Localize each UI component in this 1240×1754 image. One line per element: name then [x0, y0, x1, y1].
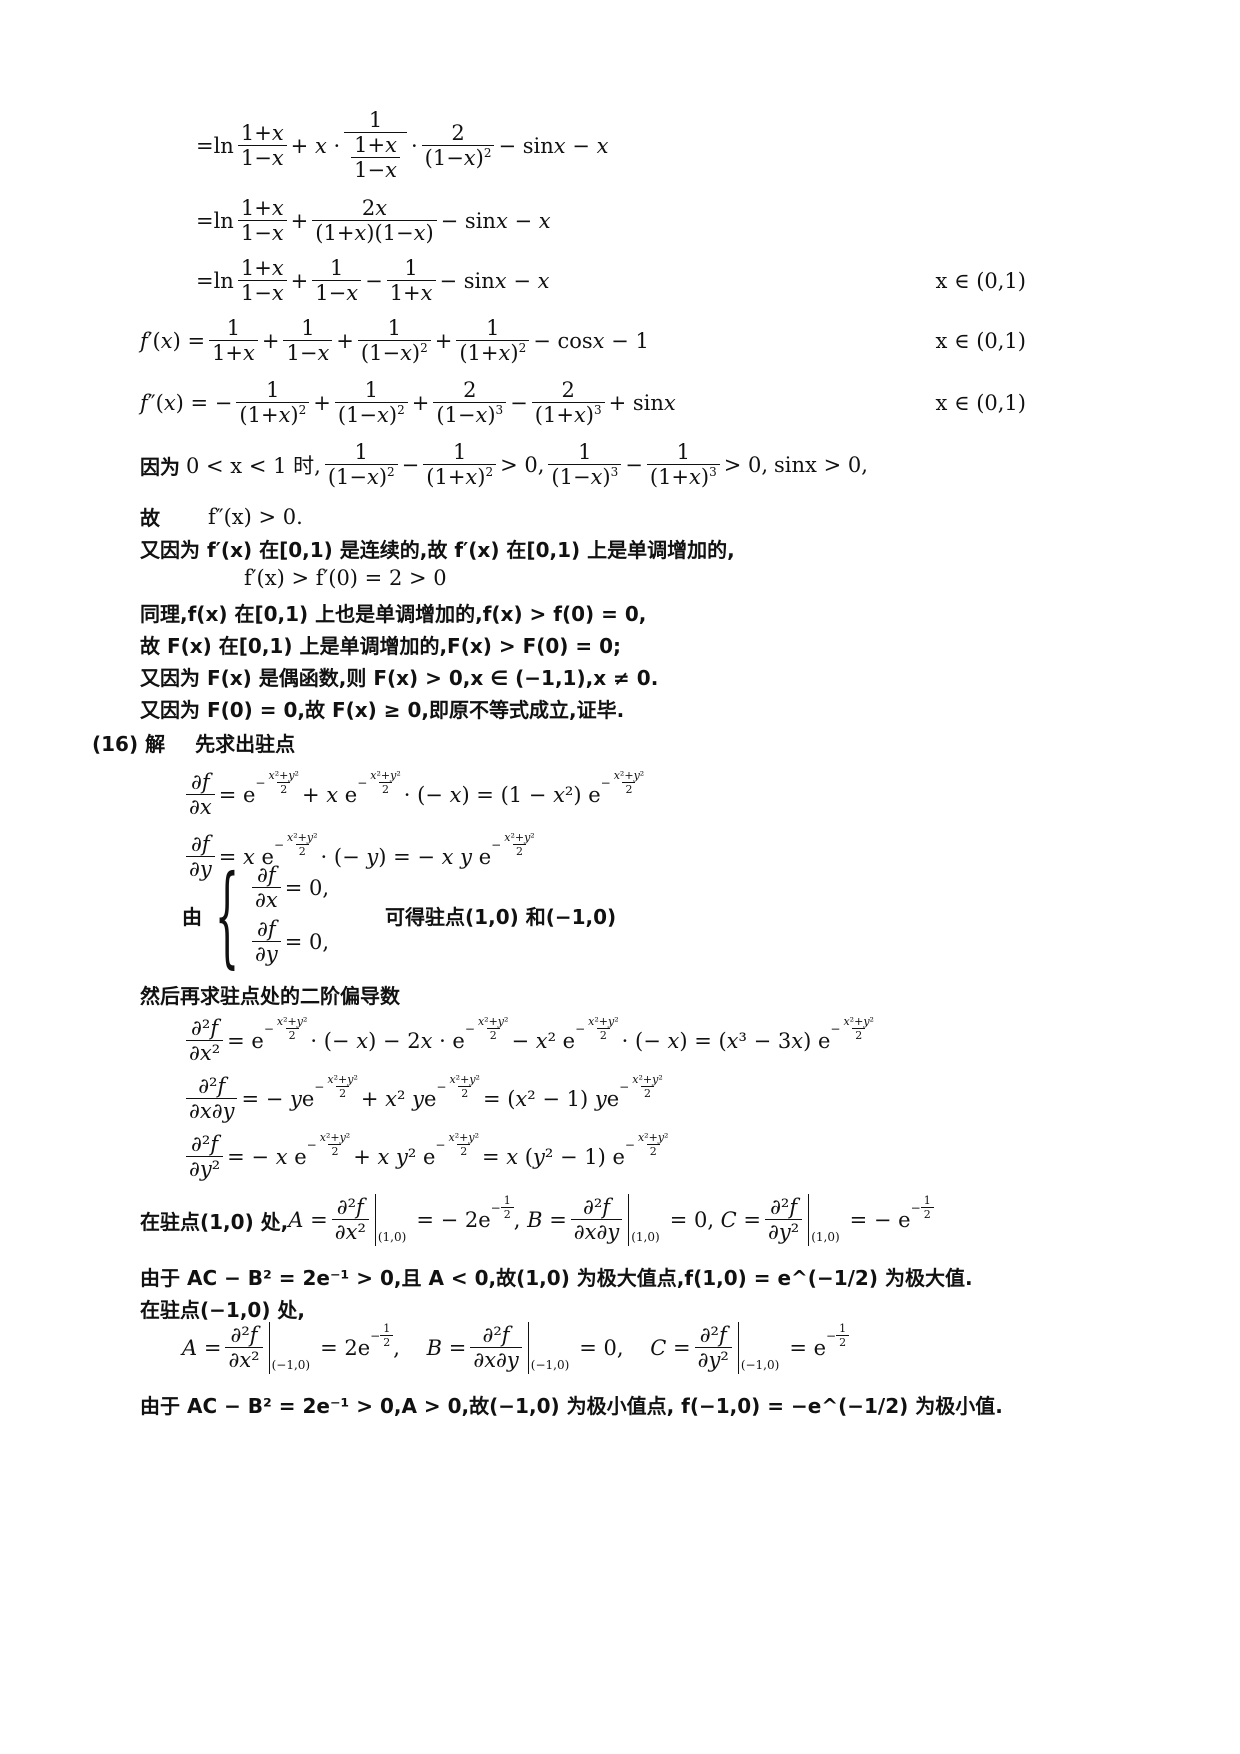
maximum-conclusion: 由于 AC − B² = 2e⁻¹ > 0,且 A < 0,故(1,0) 为极大…	[140, 1266, 973, 1290]
stationary-system: 由 { ∂f∂x= 0, ∂f∂y= 0, 可得驻点(1,0) 和(−1,0)	[182, 851, 617, 979]
F-even-line: 又因为 F(x) 是偶函数,则 F(x) > 0,x ∈ (−1,1),x ≠ …	[140, 666, 659, 690]
F-increasing-line: 故 F(x) 在[0,1) 上是单调增加的,F(x) > F(0) = 0;	[140, 634, 622, 658]
question-16-header: (16) 解 先求出驻点	[92, 732, 296, 756]
second-derivative-line: f″(x) = − 1(1+x)2 + 1(1−x)2 + 2(1−x)3 − …	[140, 378, 1026, 428]
second-partials-intro: 然后再求驻点处的二阶偏导数	[140, 984, 400, 1008]
left-brace-icon: {	[214, 851, 240, 979]
at-minus-1-0-label: 在驻点(−1,0) 处,	[140, 1298, 306, 1322]
similarly-line: 同理,f(x) 在[0,1) 上也是单调增加的,f(x) > f(0) = 0,	[140, 602, 647, 626]
fprime-inequality: f′(x) > f′(0) = 2 > 0	[244, 566, 447, 590]
therefore-line: 故 f″(x) > 0.	[140, 504, 303, 531]
range-label: x ∈ (0,1)	[935, 329, 1026, 354]
range-label: x ∈ (0,1)	[935, 269, 1026, 294]
proof-complete-line: 又因为 F(0) = 0,故 F(x) ≥ 0,即原不等式成立,证毕.	[140, 698, 625, 722]
because-line: 因为 0 < x < 1 时, 1(1−x)2 − 1(1+x)2 > 0, 1…	[140, 440, 868, 490]
continuity-line: 又因为 f′(x) 在[0,1) 是连续的,故 f′(x) 在[0,1) 上是单…	[140, 538, 735, 562]
range-label: x ∈ (0,1)	[935, 391, 1026, 416]
minimum-conclusion: 由于 AC − B² = 2e⁻¹ > 0,A > 0,故(−1,0) 为极小值…	[140, 1394, 1003, 1418]
